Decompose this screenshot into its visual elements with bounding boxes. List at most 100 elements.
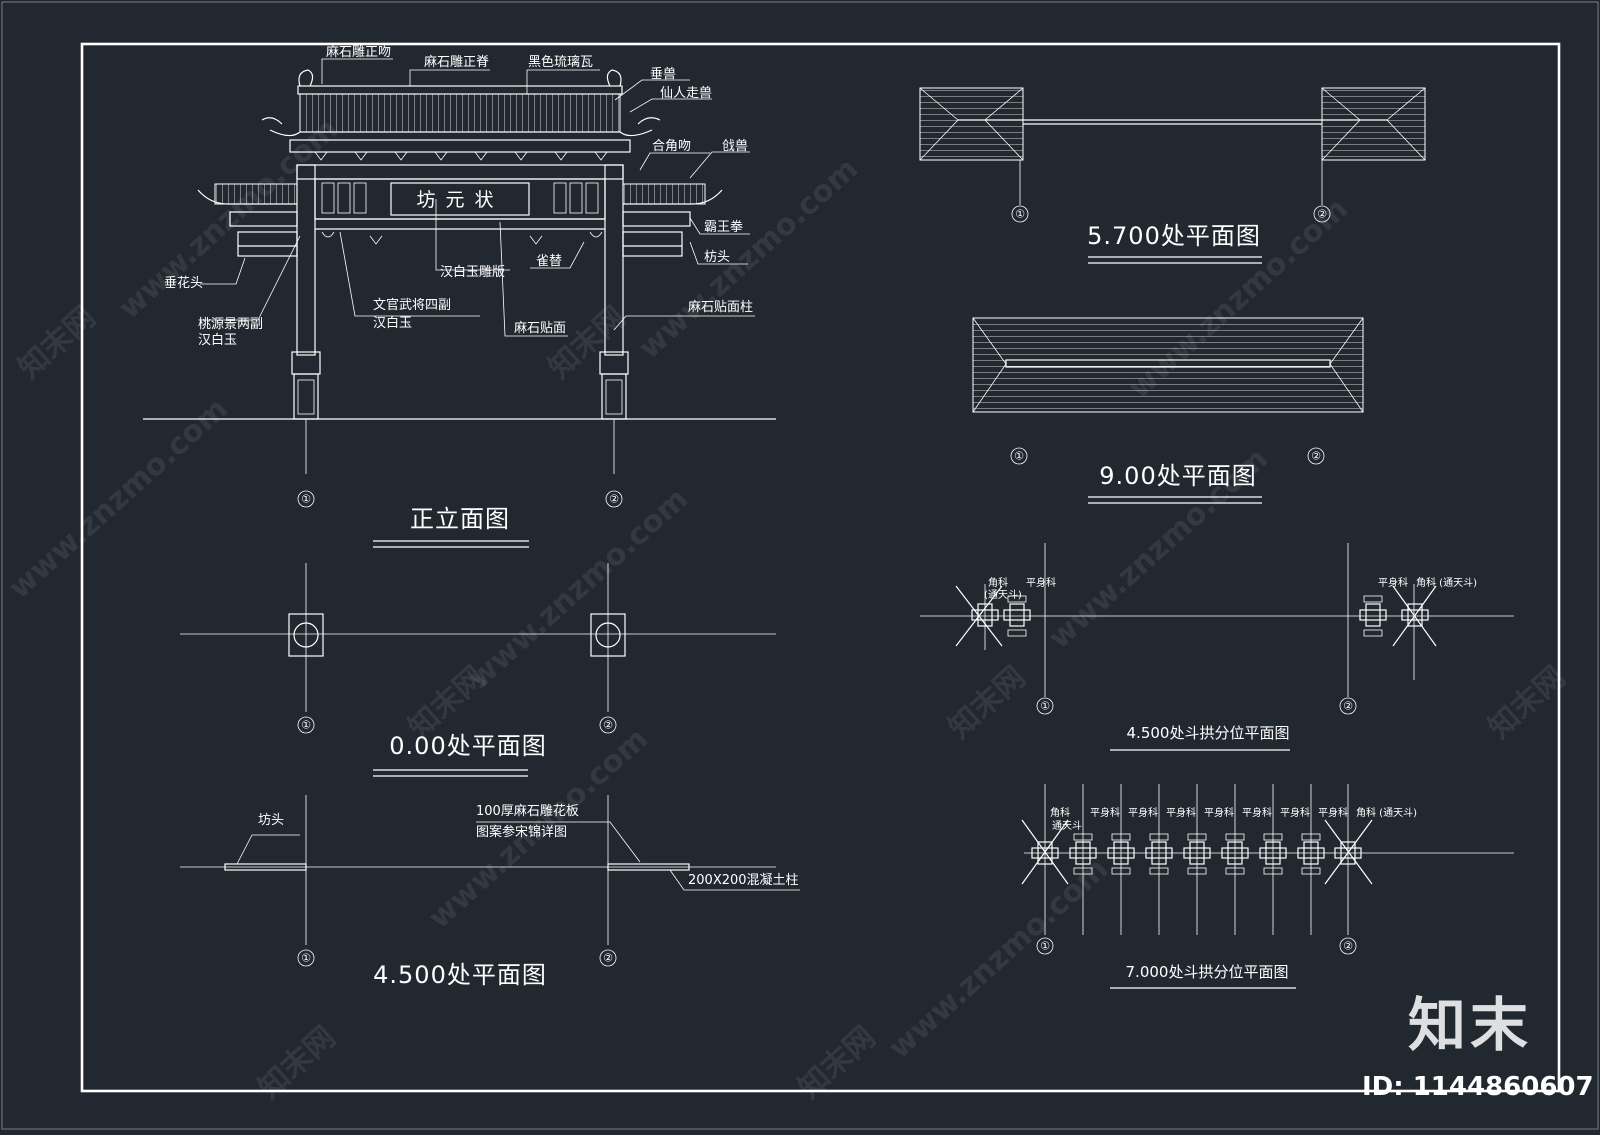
- roof-left-5700: [919, 87, 1024, 161]
- label-fang-tou: 枋头: [704, 249, 730, 265]
- plan-4500-view: 坊头 100厚麻石雕花板 图案参宋锦详图 200X200混凝土柱 ① ② 4.5…: [180, 795, 800, 989]
- dougong-7000-ping-shen-3: 平身科: [1166, 806, 1196, 819]
- plan-000-title: 0.00处平面图: [389, 732, 546, 760]
- plan-4500-title: 4.500处平面图: [373, 961, 547, 989]
- label-ridge-beast: 戗兽: [722, 139, 748, 154]
- main-beam: [296, 164, 624, 180]
- fang-tou-left: [224, 863, 307, 871]
- plan-4500-column-note: 200X200混凝土柱: [688, 872, 799, 888]
- drawing-border: [80, 42, 1561, 1093]
- image-id-label: ID: 1144860607: [1362, 1072, 1594, 1102]
- plan-000-view: ① ② 0.00处平面图: [180, 563, 776, 777]
- elevation-labels: 麻石雕正吻 麻石雕正脊 黑色琉璃瓦 垂兽 仙人走兽 合角吻 戗兽 霸王拳 枋头 …: [164, 45, 755, 348]
- bracket-sets-7000: [1031, 833, 1362, 875]
- label-hanging-beast: 垂兽: [650, 67, 676, 82]
- label-wenguan: 文官武将四副: [373, 297, 451, 313]
- label-taoyuan: 桃源景两副: [198, 317, 263, 332]
- dougong-7000-jiao-ke-right: 角科 (通天斗): [1356, 806, 1417, 819]
- plan-4500-fang-tou-label: 坊头: [258, 813, 284, 828]
- left-column: [296, 164, 316, 356]
- plan-4500-carving-note-1: 100厚麻石雕花板: [476, 803, 579, 819]
- axis-2-marker: ②: [603, 952, 613, 965]
- plan-5700-view: ① ② 5.700处平面图: [919, 87, 1426, 264]
- main-roof-tiles: [299, 93, 621, 133]
- roof-right-5700: [1321, 87, 1426, 161]
- watermark-brand-7: 知末网: [792, 1020, 882, 1106]
- dougong-7000-ping-shen-5: 平身科: [1242, 806, 1272, 819]
- watermark-site-8: www.znzmo.com: [882, 851, 1115, 1066]
- plaque-frame: [390, 182, 530, 216]
- axis-2-marker: ②: [603, 719, 613, 732]
- plan-4500-carving-note-2: 图案参宋锦详图: [476, 824, 567, 840]
- label-corner-ornament: 合角吻: [652, 139, 691, 154]
- main-ridge: [297, 85, 623, 95]
- watermark-brand-3: 知末网: [942, 660, 1032, 746]
- column-footing-2: [590, 613, 626, 657]
- elevation-view: 坊元状 ① ② 正立面图: [143, 45, 776, 548]
- dougong-4500-view: 角科 (通天斗) 平身科 平身科 角科 (通天斗) ① ② 4.500处斗拱分位…: [920, 543, 1514, 751]
- dougong-7000-ping-shen-2: 平身科: [1128, 806, 1158, 819]
- watermark-site-1: www.znzmo.com: [112, 111, 345, 326]
- label-taoyuan-2: 汉白玉: [198, 332, 237, 348]
- plan-5700-title: 5.700处平面图: [1087, 222, 1261, 250]
- label-tiles: 黑色琉璃瓦: [528, 54, 593, 70]
- dougong-7000-ping-shen-6: 平身科: [1280, 806, 1310, 819]
- dougong-4500-ping-shen-right: 平身科: [1378, 576, 1408, 589]
- dougong-4500-jiao-ke-right: 角科 (通天斗): [1416, 576, 1477, 589]
- bracket-sets-4500: [971, 595, 1429, 637]
- axis-1-marker: ①: [1040, 940, 1050, 953]
- axis-1-marker: ①: [301, 493, 311, 506]
- plan-900-title: 9.00处平面图: [1099, 462, 1256, 490]
- plan-900-view: ① ② 9.00处平面图: [972, 317, 1364, 504]
- dougong-7000-tong-tian: 通天斗: [1052, 820, 1082, 832]
- axis-1-marker: ①: [1015, 208, 1025, 221]
- axis-2-marker: ②: [1311, 450, 1321, 463]
- label-bawang-quan: 霸王拳: [704, 219, 743, 235]
- roof-900: [972, 317, 1364, 413]
- watermark-brand-5: 知末网: [252, 1020, 342, 1106]
- axis-1-marker: ①: [1014, 450, 1024, 463]
- main-roof-eave: [269, 129, 653, 137]
- label-ridge: 麻石雕正脊: [424, 55, 489, 70]
- label-stone-column: 麻石贴面柱: [688, 300, 753, 315]
- axis-1-marker: ①: [301, 952, 311, 965]
- fang-tou-right: [607, 863, 690, 871]
- column-footing-1: [288, 613, 324, 657]
- dougong-7000-ping-shen-4: 平身科: [1204, 806, 1234, 819]
- right-ridge-ornament: [606, 69, 622, 87]
- dougong-7000-title: 7.000处斗拱分位平面图: [1126, 963, 1289, 981]
- axis-1-marker: ①: [301, 719, 311, 732]
- dougong-7000-view: 角科 通天斗 平身科 平身科 平身科 平身科 平身科 平身科 平身科 角科 (通…: [1021, 784, 1514, 989]
- label-wenguan-2: 汉白玉: [373, 315, 412, 331]
- bracket-row-upper: [314, 151, 608, 161]
- label-stone-facing: 麻石贴面: [514, 321, 566, 336]
- axis-1-marker: ①: [1040, 700, 1050, 713]
- label-ridge-ornament: 麻石雕正吻: [326, 45, 391, 60]
- watermark-logo: 知末: [1408, 991, 1533, 1059]
- dougong-4500-ping-shen: 平身科: [1026, 576, 1056, 589]
- plaque-text: 坊元状: [416, 189, 503, 211]
- vertical-post-lines-7000: [1082, 784, 1312, 935]
- right-side-roof: [622, 183, 706, 205]
- watermark-site-2: www.znzmo.com: [2, 391, 235, 606]
- dougong-4500-tong-tian: (通天斗): [984, 589, 1022, 601]
- left-ridge-ornament: [298, 69, 314, 87]
- label-hanbaiyu-carving: 汉白玉雕版: [440, 264, 505, 280]
- label-que-ti: 雀替: [536, 254, 562, 269]
- label-immortal-beasts: 仙人走兽: [660, 86, 712, 101]
- label-chuihua-tou: 垂花头: [164, 275, 203, 291]
- right-column-base: [601, 373, 627, 420]
- watermark-brand-1: 知末网: [12, 300, 102, 386]
- dougong-4500-title: 4.500处斗拱分位平面图: [1127, 724, 1290, 742]
- dougong-7000-ping-shen-7: 平身科: [1318, 806, 1348, 819]
- elevation-title: 正立面图: [410, 505, 510, 533]
- axis-2-marker: ②: [609, 493, 619, 506]
- dougong-7000-ping-shen-1: 平身科: [1090, 806, 1120, 819]
- axis-2-marker: ②: [1317, 208, 1327, 221]
- dougong-4500-jiao-ke: 角科: [988, 576, 1008, 589]
- watermarks: www.znzmo.com www.znzmo.com www.znzmo.co…: [2, 111, 1572, 1106]
- axis-2-marker: ②: [1343, 700, 1353, 713]
